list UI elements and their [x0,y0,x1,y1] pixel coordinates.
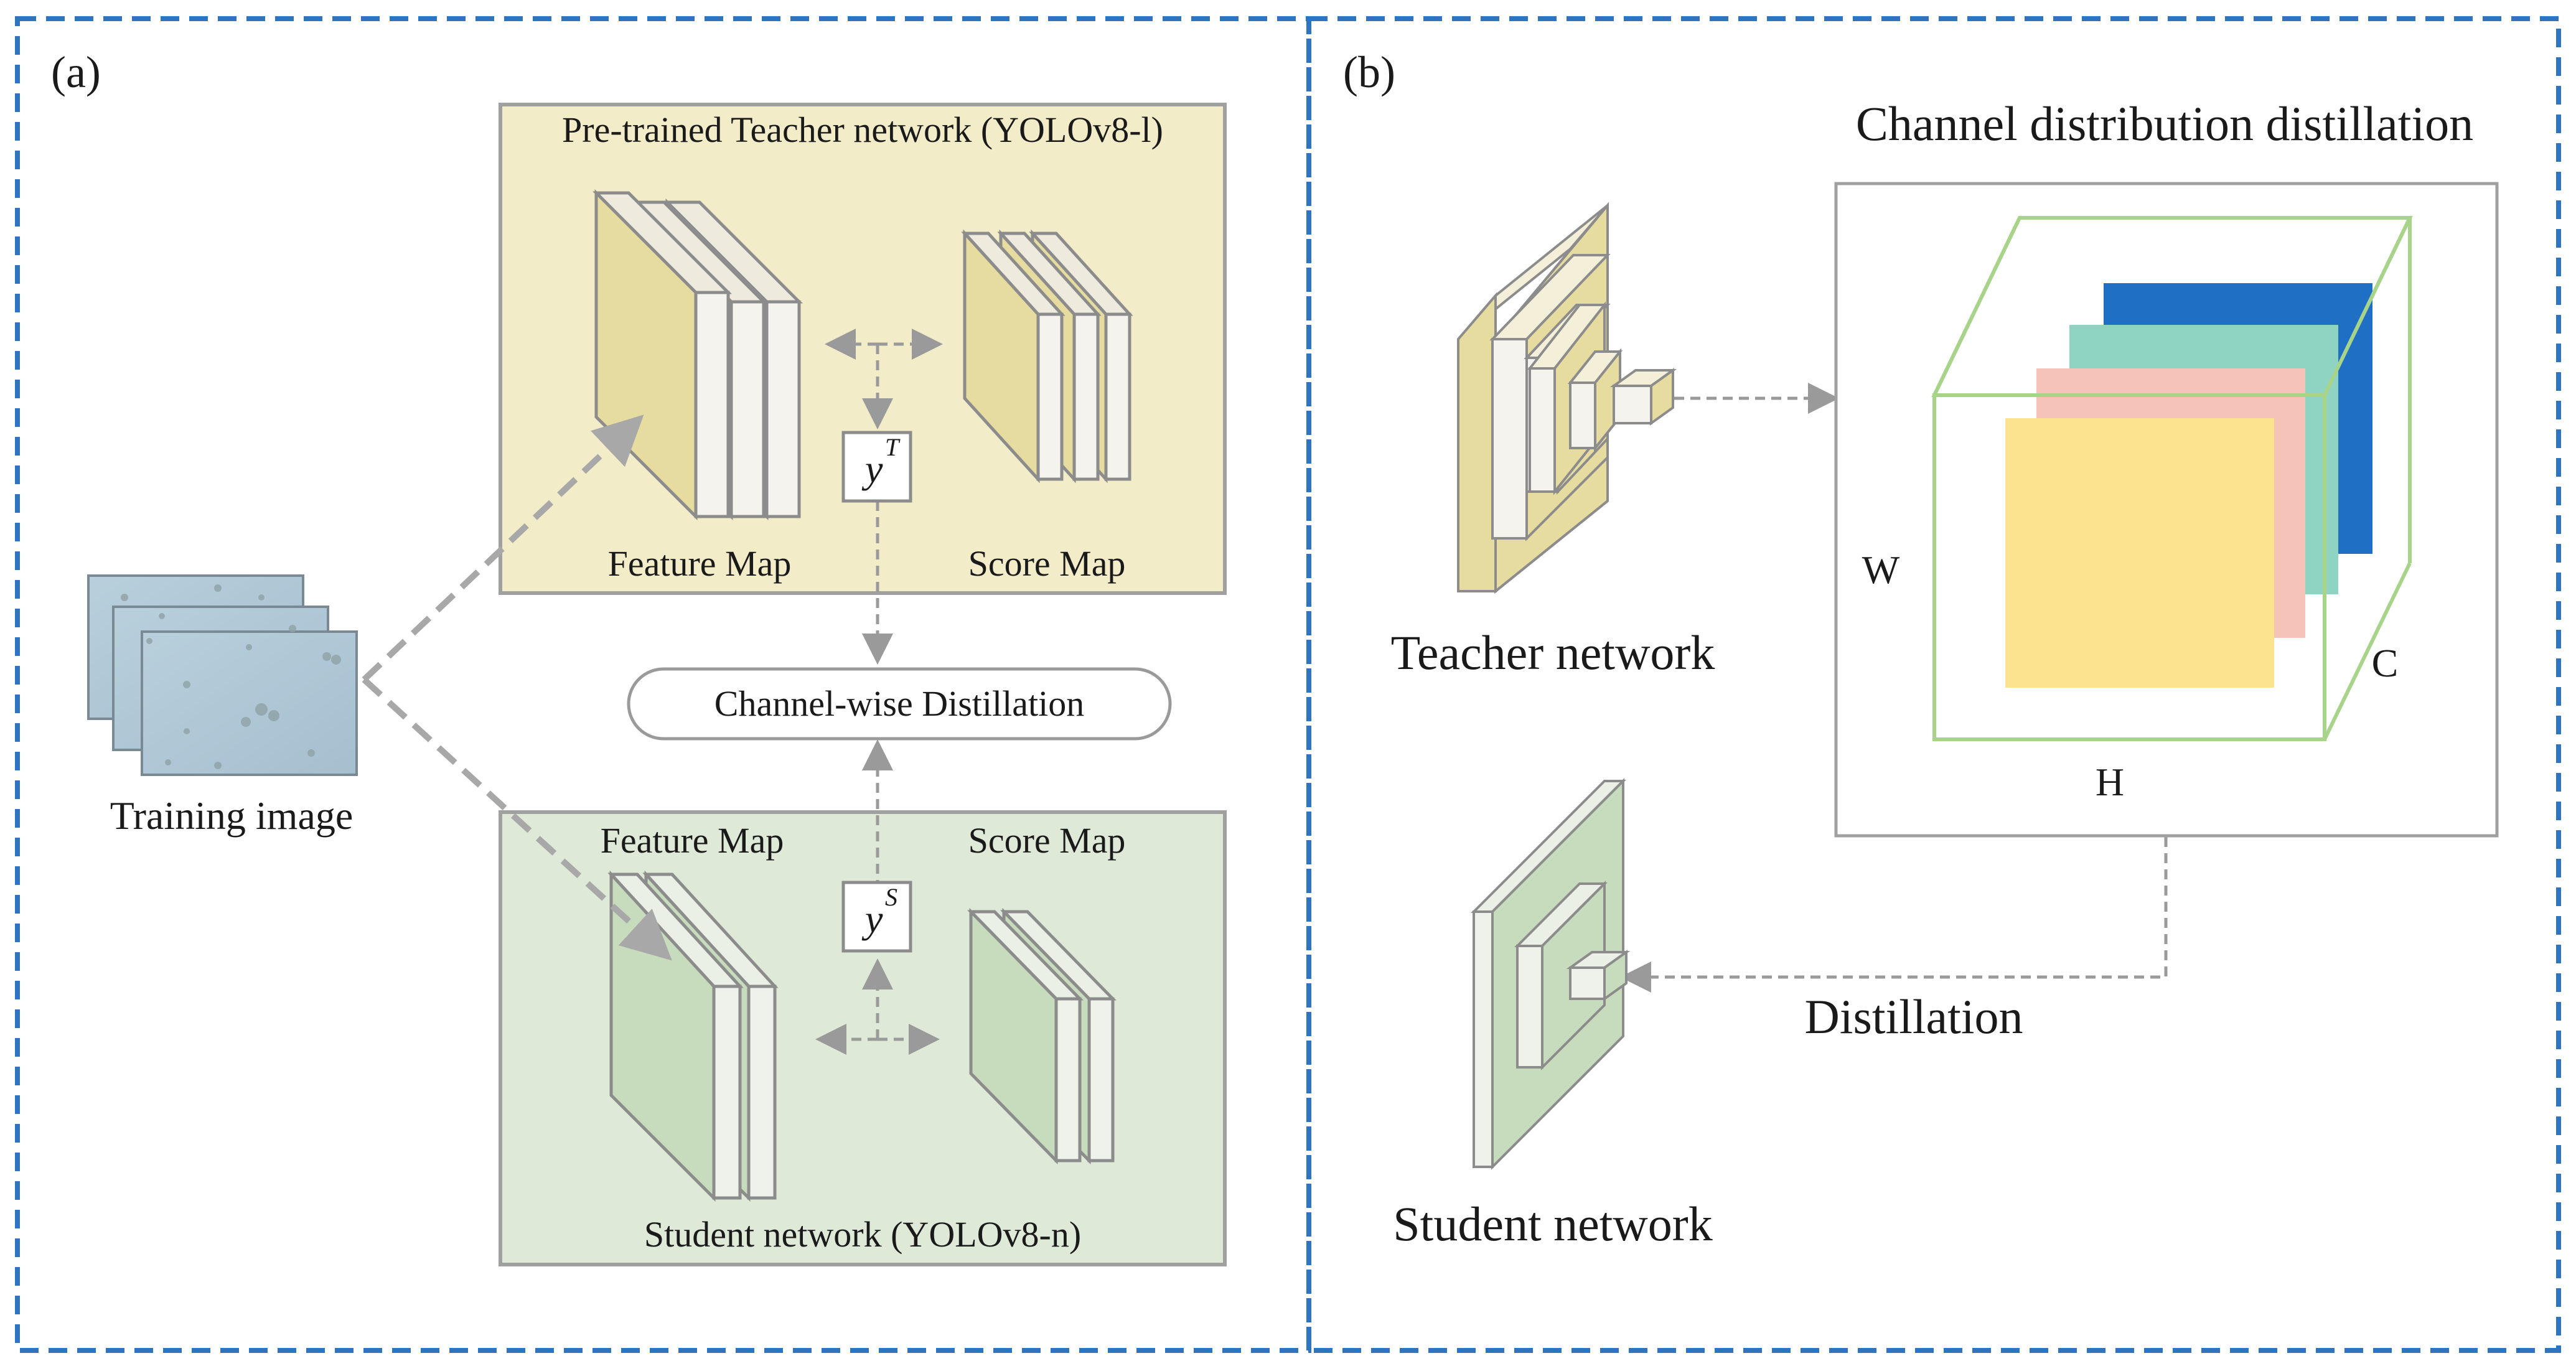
student-network-title: Student network (YOLOv8-n) [644,1214,1081,1255]
training-images [87,574,358,776]
channel-yellow [2005,418,2274,688]
teacher-output-box [841,431,912,503]
panel-b-tag: (b) [1343,47,1395,97]
distillation-label: Distillation [1805,989,2023,1044]
teacher-network-label: Teacher network [1391,625,1715,680]
distillation-arrow [1620,837,2168,993]
student-score-label: Score Map [968,820,1126,861]
channel-cube-front [1932,217,2412,741]
channel-wise-distillation-node [627,667,1172,741]
y-teacher-superscript: T [885,433,901,461]
y-student-superscript: S [885,883,897,911]
y-teacher-symbol: y [861,447,883,491]
student-feature-label: Feature Map [601,820,784,861]
panel-a-tag: (a) [51,47,101,97]
teacher-network-pyramid [1457,202,1677,594]
axis-c-label: C [2372,641,2399,685]
y-student-symbol: y [861,897,883,941]
student-network-label: Student network [1393,1197,1712,1251]
teacher-connector-arrows [825,329,943,665]
axis-w-label: W [1862,548,1900,592]
training-image-arrows [362,414,672,961]
teacher-score-map [961,229,1133,484]
channel-wise-distillation-label: Channel-wise Distillation [714,683,1084,724]
teacher-network-title: Pre-trained Teacher network (YOLOv8-l) [562,110,1163,150]
student-network-box [499,810,1227,1266]
training-image-label: Training image [110,793,354,838]
panel-b-frame [1306,16,2561,1353]
axis-h-label: H [2096,760,2124,804]
channel-distribution-title: Channel distribution distillation [1856,96,2473,151]
teacher-feature-label: Feature Map [608,543,792,584]
student-output-box [841,881,912,953]
student-score-map [967,907,1117,1165]
student-network-block [1471,778,1631,1170]
student-connector-arrows [815,739,940,1055]
teacher-score-label: Score Map [968,543,1126,584]
